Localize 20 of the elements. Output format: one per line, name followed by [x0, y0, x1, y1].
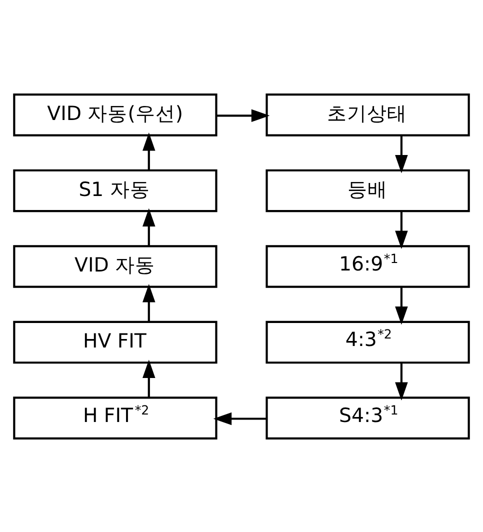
arrow: [142, 208, 156, 246]
arrow: [395, 286, 408, 324]
node-box: 16:9$^{*1}$: [266, 244, 470, 288]
arrow: [142, 359, 156, 397]
arrow: [395, 210, 408, 248]
node-box: 등배: [266, 168, 470, 212]
node-box: S4:3$^{*1}$: [266, 396, 470, 439]
node-box: S1 자동: [13, 168, 218, 212]
node-box: VID 자동(우선): [13, 93, 218, 136]
node-box: VID 자동: [13, 244, 218, 288]
arrow: [216, 108, 270, 122]
arrow: [395, 362, 408, 400]
node-box: HV FIT: [13, 320, 218, 364]
arrow: [142, 132, 156, 170]
node-box: 초기상태: [266, 93, 470, 136]
node-box: H FIT$^{*2}$: [13, 396, 218, 439]
arrow: [395, 135, 408, 173]
arrow: [142, 284, 156, 322]
arrow: [213, 412, 266, 425]
node-box: 4:3$^{*2}$: [266, 320, 470, 364]
